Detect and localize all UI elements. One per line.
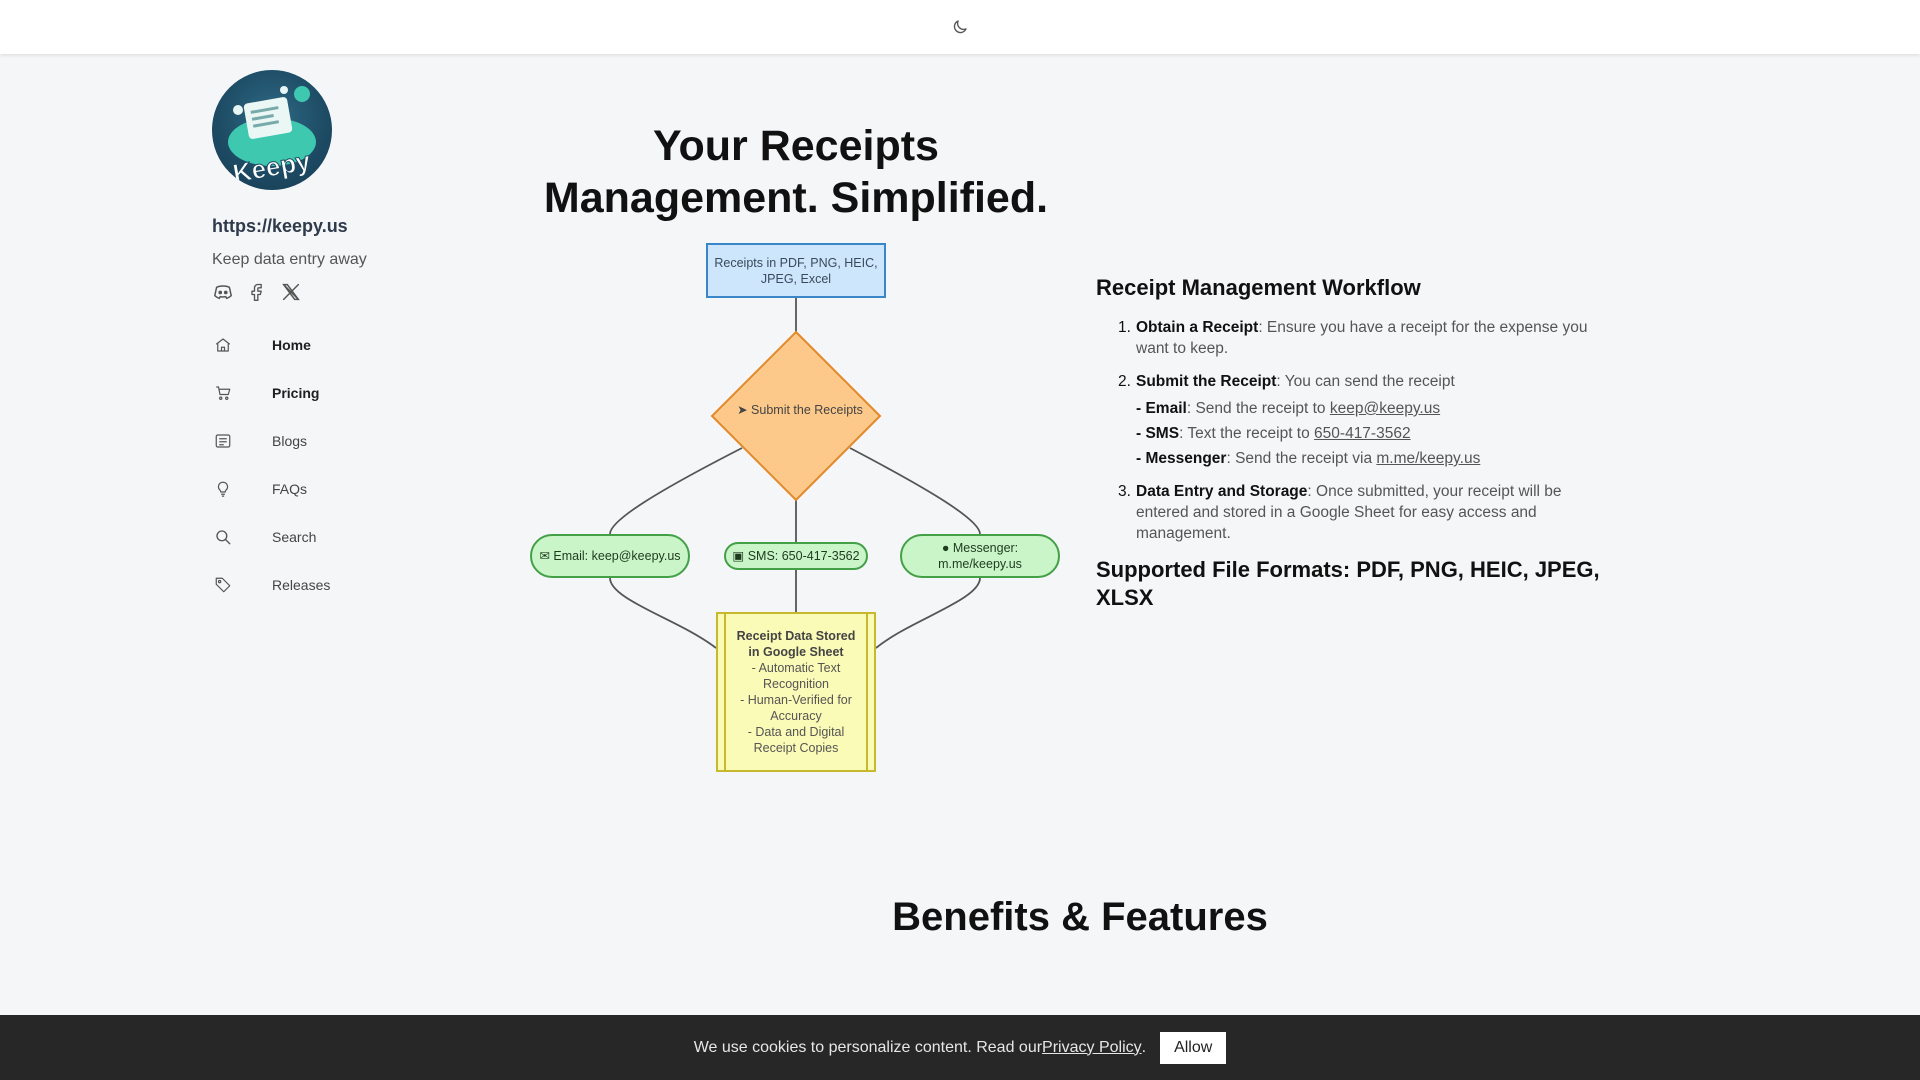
channel-label: - SMS [1136, 425, 1180, 442]
messenger-link[interactable]: m.me/keepy.us [1376, 450, 1481, 467]
sidebar-item-label: FAQs [272, 481, 308, 497]
step-number: 2. [1118, 373, 1131, 390]
channel-messenger: - Messenger: Send the receipt via m.me/k… [1136, 448, 1616, 469]
email-node-label: ✉ Email: keep@keepy.us [539, 549, 681, 563]
workflow-step: 3. Data Entry and Storage: Once submitte… [1118, 481, 1616, 544]
workflow-steps: 1. Obtain a Receipt: Ensure you have a r… [1096, 317, 1616, 544]
sheet-node-line: - Data and Digital Receipt Copies [747, 725, 845, 755]
sheet-node-title: Receipt Data Stored in Google Sheet [736, 629, 856, 659]
submit-receipts-label: ➤ Submit the Receipts [737, 403, 863, 417]
channel-label: - Messenger [1136, 450, 1227, 467]
hero-title: Your Receipts Management. Simplified. [540, 120, 1052, 224]
step-text: : Ensure you have a receipt for the expe… [1136, 319, 1588, 357]
allow-cookies-button[interactable]: Allow [1160, 1031, 1227, 1064]
social-links [212, 281, 532, 303]
privacy-policy-link[interactable]: Privacy Policy [1042, 1038, 1142, 1056]
sidebar-item-label: Pricing [272, 385, 320, 401]
sheet-node-line: - Human-Verified for Accuracy [740, 693, 852, 723]
sms-node-label: ▣ SMS: 650-417-3562 [732, 549, 860, 563]
hero-title-line1: Your Receipts [653, 122, 939, 170]
workflow-step: 2. Submit the Receipt: You can send the … [1118, 371, 1616, 469]
list-icon [212, 430, 234, 452]
sidebar-item-faqs[interactable]: FAQs [212, 465, 532, 513]
channel-label: - Email [1136, 400, 1187, 417]
step-title: Submit the Receipt [1136, 373, 1277, 390]
sidebar-item-releases[interactable]: Releases [212, 561, 532, 609]
step-title: Obtain a Receipt [1136, 319, 1259, 336]
sms-link[interactable]: 650-417-3562 [1314, 425, 1411, 442]
home-icon [212, 334, 234, 356]
email-link[interactable]: keep@keepy.us [1329, 400, 1441, 417]
top-bar [0, 0, 1920, 54]
submit-channels: - Email: Send the receipt to keep@keepy.… [1136, 398, 1616, 469]
sms-node: ▣ SMS: 650-417-3562 [724, 542, 868, 570]
sidebar-item-label: Releases [272, 577, 331, 593]
sidebar: Keepy https://keepy.us Keep data entry a… [212, 70, 532, 609]
x-icon[interactable] [280, 281, 302, 303]
sidebar-item-label: Home [272, 337, 311, 353]
channel-text: : Send the receipt via [1226, 450, 1377, 467]
messenger-node-label: ● Messenger: m.me/keepy.us [938, 541, 1022, 571]
channel-text: : Text the receipt to [1179, 425, 1315, 442]
channel-text: : Send the receipt to [1186, 400, 1330, 417]
channel-email: - Email: Send the receipt to keep@keepy.… [1136, 398, 1616, 419]
google-sheet-node: Receipt Data Stored in Google Sheet - Au… [716, 612, 876, 772]
sidebar-item-home[interactable]: Home [212, 321, 532, 369]
site-tagline: Keep data entry away [212, 251, 367, 268]
sidebar-item-label: Blogs [272, 433, 308, 449]
discord-icon[interactable] [212, 281, 234, 303]
sidebar-item-label: Search [272, 529, 317, 545]
sidebar-item-blogs[interactable]: Blogs [212, 417, 532, 465]
step-number: 1. [1118, 319, 1131, 336]
benefits-heading: Benefits & Features [892, 895, 1268, 939]
workflow-step: 1. Obtain a Receipt: Ensure you have a r… [1118, 317, 1616, 359]
workflow-diagram: Receipts in PDF, PNG, HEIC, JPEG, Excel … [530, 240, 1070, 780]
step-text: : Once submitted, your receipt will be e… [1136, 483, 1562, 542]
channel-sms: - SMS: Text the receipt to 650-417-3562 [1136, 423, 1616, 444]
workflow-section: Receipt Management Workflow 1. Obtain a … [1096, 275, 1616, 612]
receipt-formats-node: Receipts in PDF, PNG, HEIC, JPEG, Excel [706, 243, 886, 298]
site-url[interactable]: https://keepy.us [212, 216, 348, 236]
search-icon [212, 526, 234, 548]
sidebar-item-search[interactable]: Search [212, 513, 532, 561]
sidebar-item-pricing[interactable]: Pricing [212, 369, 532, 417]
tag-icon [212, 574, 234, 596]
moon-icon[interactable] [948, 15, 972, 39]
cookie-banner: We use cookies to personalize content. R… [0, 1015, 1920, 1080]
hero-title-line2: Management. Simplified. [543, 174, 1049, 222]
supported-formats-heading: Supported File Formats: PDF, PNG, HEIC, … [1096, 557, 1600, 610]
cookie-text: We use cookies to personalize content. R… [693, 1038, 1043, 1056]
step-text: : You can send the receipt [1276, 373, 1455, 390]
cart-icon [212, 382, 234, 404]
keepy-logo[interactable]: Keepy [212, 70, 332, 190]
step-title: Data Entry and Storage [1136, 483, 1308, 500]
lightbulb-icon [212, 478, 234, 500]
messenger-node: ● Messenger: m.me/keepy.us [900, 534, 1060, 578]
facebook-icon[interactable] [246, 281, 268, 303]
cookie-suffix: . [1141, 1038, 1147, 1056]
diagram-connectors [609, 298, 981, 649]
sheet-node-line: - Automatic Text Recognition [751, 661, 841, 691]
step-number: 3. [1118, 483, 1131, 500]
receipt-formats-label: Receipts in PDF, PNG, HEIC, JPEG, Excel [714, 255, 878, 286]
submit-decision-diamond [710, 330, 882, 502]
workflow-heading: Receipt Management Workflow [1096, 275, 1421, 300]
email-node: ✉ Email: keep@keepy.us [530, 534, 690, 578]
sidebar-nav: Home Pricing Blogs FAQs Search [212, 321, 532, 609]
